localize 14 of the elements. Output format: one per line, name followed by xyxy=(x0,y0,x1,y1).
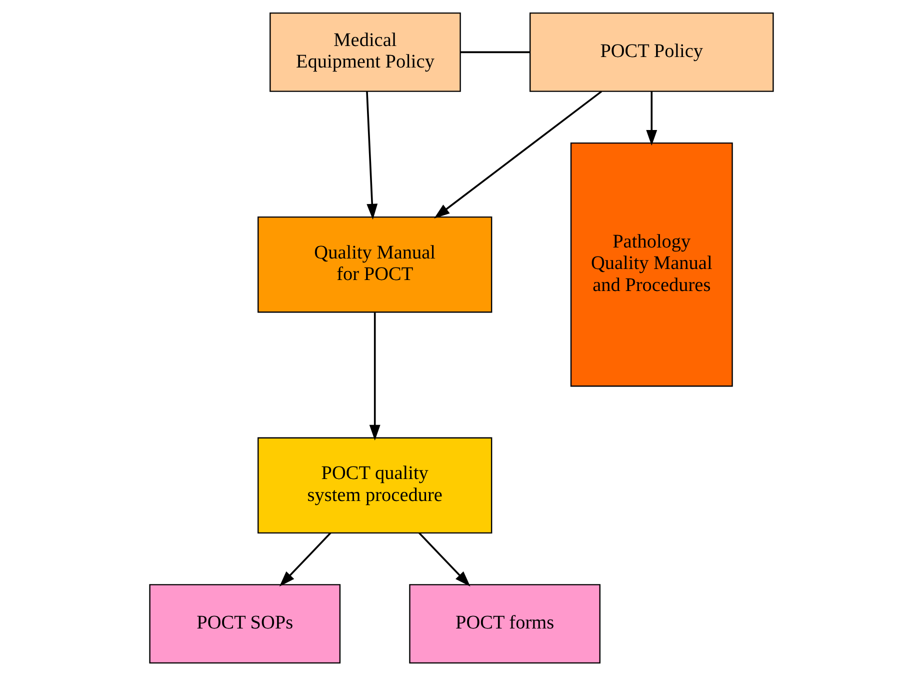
node-box: POCT SOPs xyxy=(149,584,341,664)
arrow xyxy=(434,90,602,218)
arrow xyxy=(418,532,470,586)
arrow xyxy=(369,312,380,441)
node-box: Medical Equipment Policy xyxy=(270,12,461,92)
connector xyxy=(460,51,530,54)
node-box: Quality Manual for POCT xyxy=(258,216,492,313)
node-box: POCT quality system procedure xyxy=(258,437,492,534)
arrow xyxy=(366,91,378,220)
arrow xyxy=(646,91,658,146)
arrow xyxy=(279,532,332,586)
node-box: Pathology Quality Manual and Procedures xyxy=(570,142,733,387)
node-box: POCT Policy xyxy=(530,12,774,92)
node-box: POCT forms xyxy=(409,584,600,664)
